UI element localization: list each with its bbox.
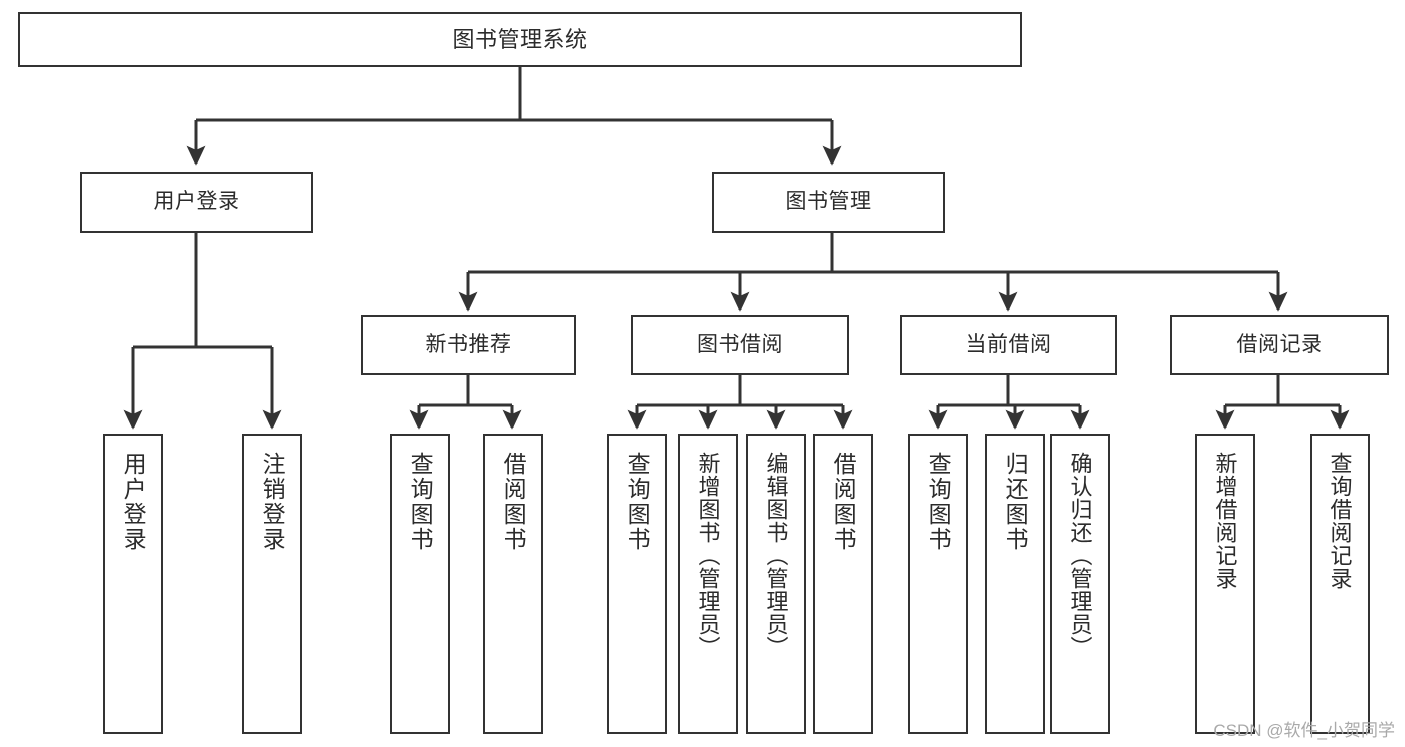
node-leaf-logout[interactable]: 注销登录 (242, 434, 302, 734)
node-leaf-borrow-book-borrowing[interactable]: 借阅图书 (813, 434, 873, 734)
node-leaf-query-book-borrowing-label: 查询图书 (624, 452, 651, 552)
node-leaf-query-book-current-label: 查询图书 (925, 452, 952, 552)
node-leaf-add-book-admin-label: 新增图书（管理员） (695, 452, 721, 659)
node-leaf-user-login[interactable]: 用户登录 (103, 434, 163, 734)
node-leaf-query-borrow-record-label: 查询借阅记录 (1327, 452, 1353, 590)
node-book-borrowing-label: 图书借阅 (697, 332, 783, 356)
node-leaf-query-book-recommend[interactable]: 查询图书 (390, 434, 450, 734)
node-book-management[interactable]: 图书管理 (712, 172, 945, 233)
node-leaf-query-book-borrowing[interactable]: 查询图书 (607, 434, 667, 734)
node-leaf-query-book-recommend-label: 查询图书 (407, 452, 434, 552)
node-leaf-logout-label: 注销登录 (259, 452, 286, 552)
node-leaf-return-book-label: 归还图书 (1002, 452, 1029, 552)
node-leaf-confirm-return-admin[interactable]: 确认归还（管理员） (1050, 434, 1110, 734)
node-leaf-user-login-label: 用户登录 (120, 452, 147, 552)
node-leaf-query-borrow-record[interactable]: 查询借阅记录 (1310, 434, 1370, 734)
node-book-borrowing[interactable]: 图书借阅 (631, 315, 849, 375)
node-new-book-recommendation[interactable]: 新书推荐 (361, 315, 576, 375)
node-book-management-label: 图书管理 (785, 190, 872, 214)
node-leaf-return-book[interactable]: 归还图书 (985, 434, 1045, 734)
node-leaf-borrow-book-borrowing-label: 借阅图书 (830, 452, 857, 552)
node-leaf-borrow-book-recommend-label: 借阅图书 (500, 452, 527, 552)
csdn-watermark: CSDN @软件_小贺同学 (1213, 721, 1395, 740)
node-leaf-add-borrow-record-label: 新增借阅记录 (1212, 452, 1238, 590)
node-leaf-edit-book-admin[interactable]: 编辑图书（管理员） (746, 434, 806, 734)
node-borrow-records[interactable]: 借阅记录 (1170, 315, 1389, 375)
node-leaf-add-borrow-record[interactable]: 新增借阅记录 (1195, 434, 1255, 734)
node-leaf-confirm-return-admin-label: 确认归还（管理员） (1067, 452, 1093, 659)
node-root-system-label: 图书管理系统 (452, 26, 588, 52)
node-leaf-borrow-book-recommend[interactable]: 借阅图书 (483, 434, 543, 734)
node-user-login-label: 用户登录 (153, 190, 240, 214)
node-current-borrowing-label: 当前借阅 (965, 332, 1052, 356)
node-root-system[interactable]: 图书管理系统 (18, 12, 1022, 67)
node-new-book-recommendation-label: 新书推荐 (425, 332, 512, 356)
node-leaf-edit-book-admin-label: 编辑图书（管理员） (763, 452, 789, 659)
node-borrow-records-label: 借阅记录 (1236, 332, 1323, 356)
node-leaf-query-book-current[interactable]: 查询图书 (908, 434, 968, 734)
node-user-login[interactable]: 用户登录 (80, 172, 313, 233)
node-leaf-add-book-admin[interactable]: 新增图书（管理员） (678, 434, 738, 734)
node-current-borrowing[interactable]: 当前借阅 (900, 315, 1117, 375)
